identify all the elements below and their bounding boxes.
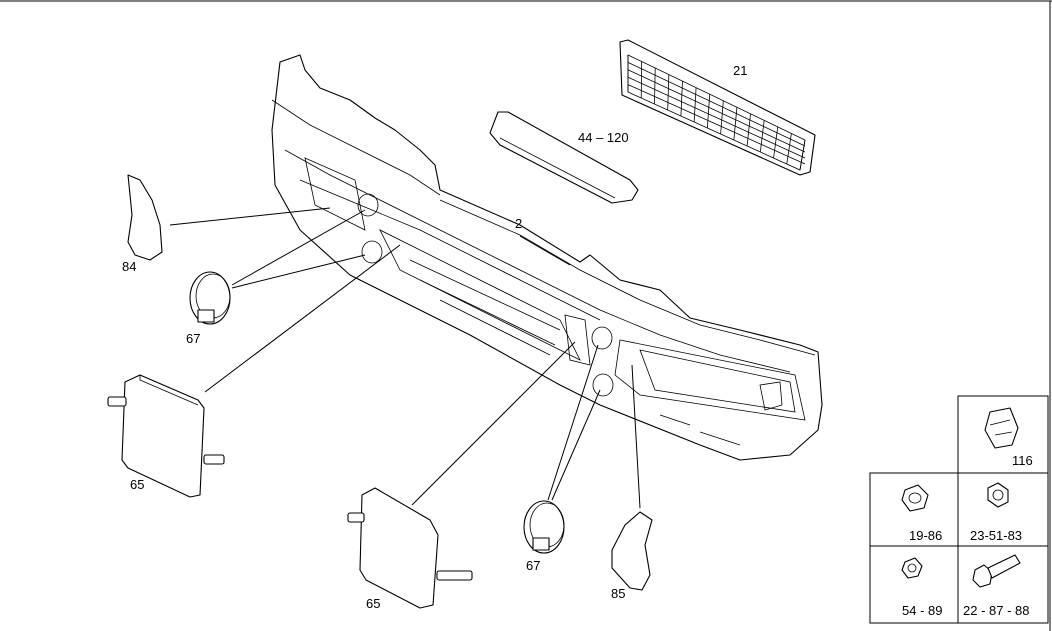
fog-cover-left-part: [189, 271, 231, 325]
clip-icon: [984, 407, 1019, 449]
lamp-left-part: [107, 374, 225, 498]
hex-nut-icon: [987, 482, 1009, 508]
callout-washer-nut: 19-86: [909, 528, 942, 543]
callout-bumper: 2: [515, 216, 522, 231]
callout-end-cap-right: 85: [611, 586, 625, 601]
bolt-icon: [972, 554, 1021, 588]
lamp-right-part: [347, 487, 473, 609]
leader-lines: [169, 207, 641, 509]
strip-part: [489, 111, 639, 204]
fog-cover-right-part: [523, 500, 565, 554]
end-cap-left-part: [127, 174, 163, 261]
callout-bolt: 22 - 87 - 88: [963, 603, 1030, 618]
callout-fog-cover-right: 67: [526, 558, 540, 573]
grille-part: [619, 39, 816, 176]
callout-strip: 44 – 120: [578, 130, 629, 145]
callout-hex-nut: 23-51-83: [970, 528, 1022, 543]
callout-clip: 116: [1012, 453, 1033, 468]
callout-grille: 21: [733, 63, 747, 78]
bumper-part: [271, 54, 823, 461]
callout-lamp-right: 65: [366, 596, 380, 611]
callout-fog-cover-left: 67: [186, 331, 200, 346]
washer-nut-icon: [901, 484, 929, 512]
callout-end-cap-left: 84: [122, 259, 136, 274]
callout-small-nut: 54 - 89: [902, 603, 942, 618]
callout-lamp-left: 65: [130, 477, 144, 492]
small-nut-icon: [901, 557, 923, 579]
end-cap-right-part: [611, 511, 653, 591]
hardware-inset: [869, 395, 1049, 624]
